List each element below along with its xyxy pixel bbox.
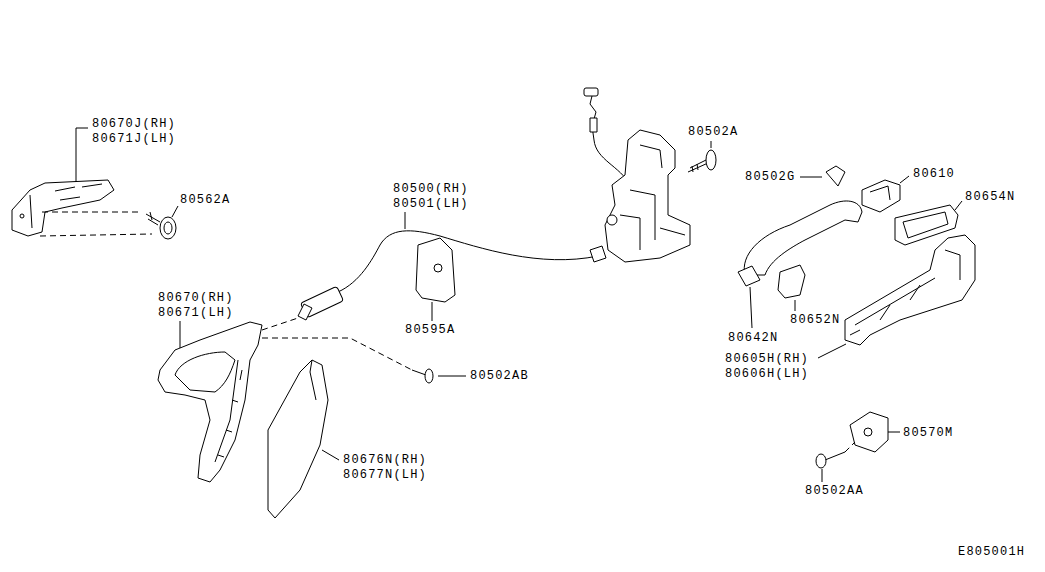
rear-bracket xyxy=(850,412,900,452)
callout-number: 80654N xyxy=(965,189,1015,205)
cable xyxy=(338,231,598,292)
callout-number: 80670J(RH) xyxy=(92,116,176,132)
cable-clip xyxy=(416,238,455,302)
cable xyxy=(298,304,312,320)
handle-gasket xyxy=(778,265,805,298)
outside-handle xyxy=(738,201,862,328)
callout-number: 80610 xyxy=(913,166,955,182)
lock-actuator xyxy=(590,118,597,132)
rear-bracket xyxy=(864,428,872,436)
bolt xyxy=(172,206,178,217)
bolt xyxy=(146,212,160,225)
bracket xyxy=(12,180,114,236)
callout-number: 80642N xyxy=(728,330,778,346)
inside-handle-bezel xyxy=(180,321,181,348)
handle-base xyxy=(850,250,960,335)
escutcheon-cap xyxy=(862,176,909,212)
escutcheon xyxy=(322,450,339,460)
rear-bracket xyxy=(888,432,900,433)
callout-number: 80501(LH) xyxy=(393,196,469,212)
callout-number: 80605H(RH) xyxy=(725,351,809,367)
callout-number: 80670(RH) xyxy=(158,290,234,306)
handle-base xyxy=(818,235,975,358)
gasket xyxy=(903,212,948,238)
escutcheon-cap xyxy=(870,186,890,200)
cable-clip xyxy=(434,264,442,272)
screw xyxy=(688,160,708,172)
callout-number: 80562A xyxy=(180,192,230,208)
inside-handle-bezel xyxy=(215,360,242,462)
bracket xyxy=(76,128,88,182)
handle-gasket xyxy=(778,265,805,311)
cable xyxy=(405,212,406,229)
bracket xyxy=(40,212,152,236)
screw xyxy=(688,141,716,172)
bracket xyxy=(20,214,24,218)
bolt xyxy=(160,217,176,239)
cable xyxy=(262,212,606,330)
escutcheon xyxy=(268,360,328,518)
bolt xyxy=(164,222,172,234)
screw xyxy=(425,369,433,383)
outside-handle xyxy=(744,201,862,275)
screw xyxy=(412,369,466,383)
screw xyxy=(412,370,426,375)
screw xyxy=(816,454,826,468)
screw xyxy=(711,141,712,148)
inside-handle-bezel xyxy=(158,322,262,482)
drawing-number: E805001H xyxy=(958,544,1025,560)
lock-actuator xyxy=(584,88,690,262)
callout-number: 80502AA xyxy=(805,483,864,499)
outside-handle xyxy=(738,266,760,286)
callout-number: 80570M xyxy=(903,425,953,441)
callout-number: 80500(RH) xyxy=(393,181,469,197)
outside-handle xyxy=(750,287,752,328)
lock-actuator xyxy=(620,145,685,250)
cable xyxy=(590,246,606,262)
escutcheon-cap xyxy=(862,180,900,212)
handle-base xyxy=(818,344,846,358)
callout-number: 80676N(RH) xyxy=(343,452,427,468)
inside-handle-bezel xyxy=(175,352,235,392)
screw xyxy=(825,452,845,460)
lock-actuator xyxy=(607,215,617,225)
escutcheon xyxy=(310,360,316,400)
callout-number: 80502G xyxy=(745,169,795,185)
handle-base xyxy=(845,235,975,345)
lock-actuator xyxy=(605,130,690,262)
small-clip xyxy=(800,166,845,186)
screw xyxy=(822,469,823,482)
callout-number: 80677N(LH) xyxy=(343,467,427,483)
callout-number: 80595A xyxy=(405,322,455,338)
escutcheon xyxy=(268,360,339,518)
small-clip xyxy=(800,177,822,178)
callout-number: 80652N xyxy=(790,312,840,328)
callout-number: 80671J(LH) xyxy=(92,131,176,147)
screw xyxy=(816,442,855,482)
screw xyxy=(438,376,466,377)
cable-clip xyxy=(432,302,433,321)
cable xyxy=(262,318,298,330)
small-clip xyxy=(826,166,845,186)
escutcheon-cap xyxy=(900,176,909,183)
rear-bracket xyxy=(850,412,888,452)
lock-actuator xyxy=(590,96,630,185)
gasket xyxy=(955,201,962,210)
bracket xyxy=(30,184,102,228)
callout-number: 80502AB xyxy=(470,368,529,384)
callout-number: 80502A xyxy=(688,124,738,140)
bolt xyxy=(146,206,178,239)
screw xyxy=(706,150,716,170)
handle-gasket xyxy=(795,300,796,311)
inside-handle-bezel xyxy=(262,338,412,370)
lock-actuator xyxy=(584,88,598,96)
cable-clip xyxy=(416,238,455,321)
callout-number: 80606H(LH) xyxy=(725,366,809,382)
callout-number: 80671(LH) xyxy=(158,305,234,321)
screw xyxy=(845,442,855,452)
